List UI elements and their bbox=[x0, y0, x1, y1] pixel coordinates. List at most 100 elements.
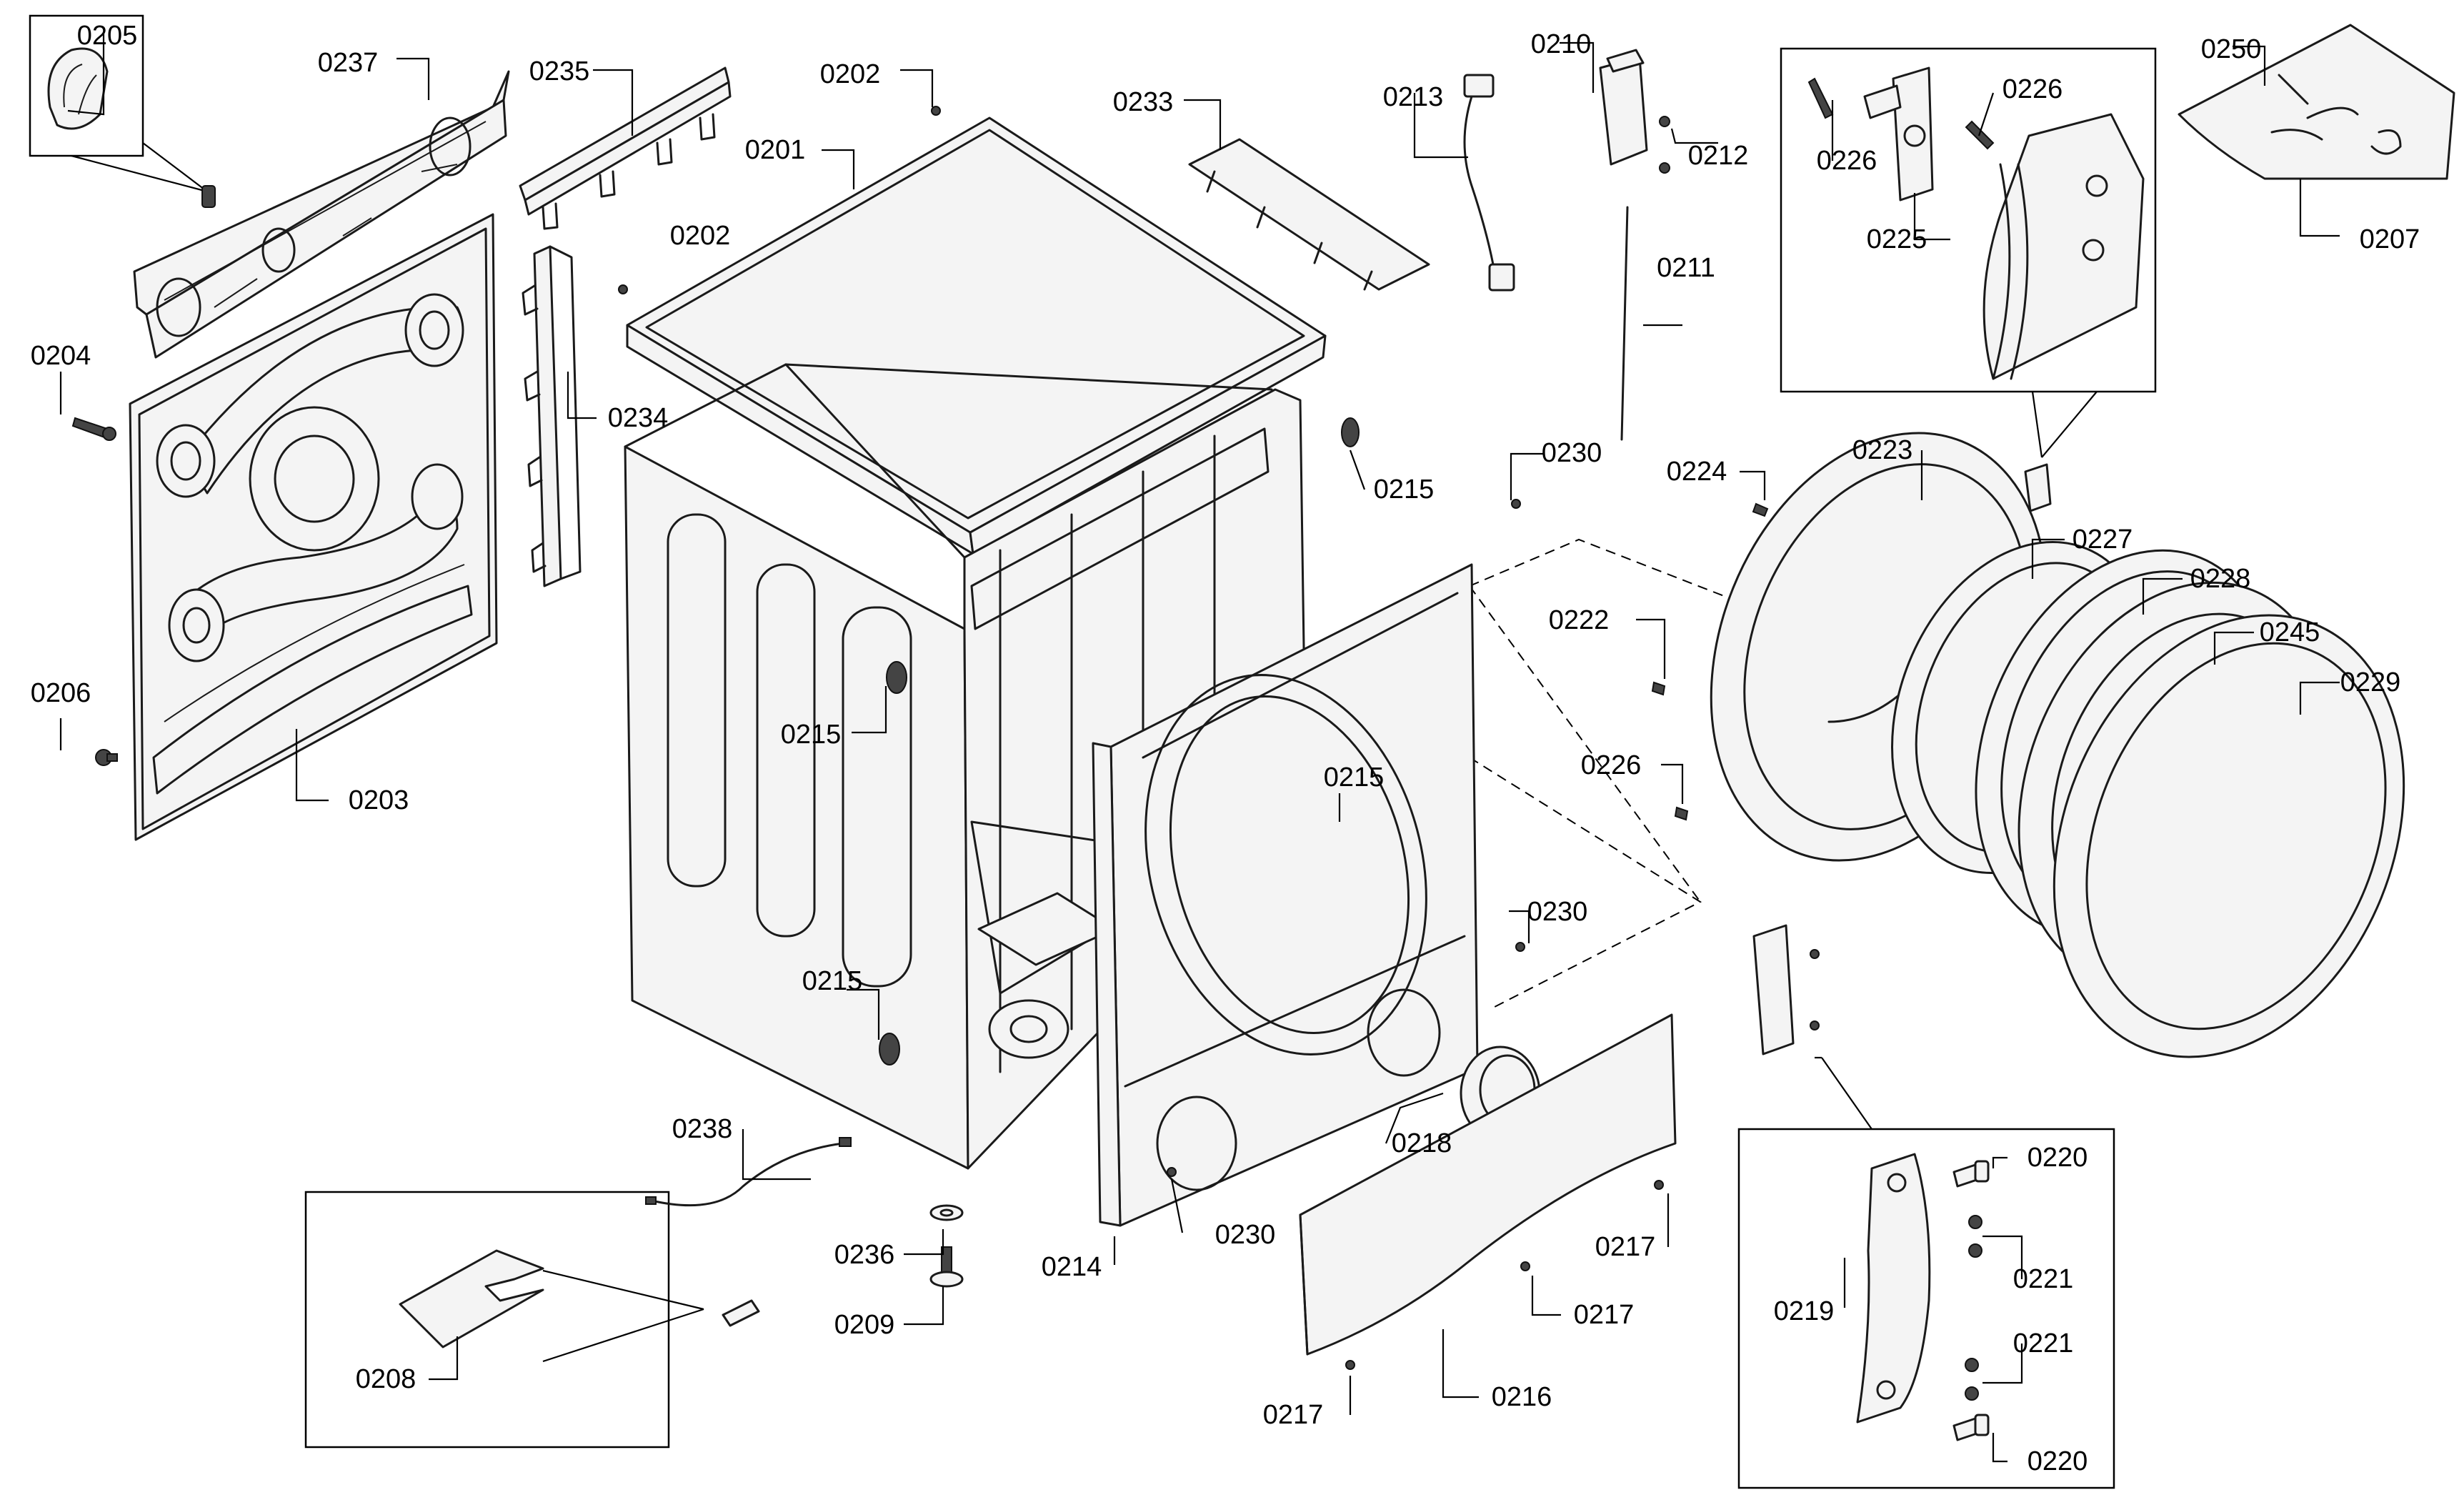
part-0233-top-rail bbox=[1188, 138, 1430, 291]
callout-0207: 0207 bbox=[2360, 224, 2420, 254]
callout-0217-left: 0217 bbox=[1263, 1400, 1324, 1430]
callout-0215-cabinet-upper: 0215 bbox=[781, 720, 842, 750]
part-0212-screws bbox=[1659, 116, 1670, 174]
callout-0221-bottom: 0221 bbox=[2013, 1328, 2074, 1359]
part-0217-screw-a bbox=[1654, 1180, 1664, 1190]
inset-box-0205 bbox=[29, 14, 208, 193]
callout-0213: 0213 bbox=[1383, 82, 1444, 112]
callout-0237: 0237 bbox=[318, 48, 379, 78]
callout-0245: 0245 bbox=[2260, 617, 2320, 647]
part-0234-vertical-rail bbox=[522, 245, 582, 587]
callout-0206: 0206 bbox=[31, 678, 91, 708]
part-0214-front-panel bbox=[1092, 563, 1479, 1227]
callout-0212: 0212 bbox=[1688, 141, 1749, 171]
part-0202-screw-top bbox=[931, 106, 941, 116]
part-0230-screw-low bbox=[1167, 1167, 1177, 1177]
part-0235-rail bbox=[519, 66, 732, 230]
part-0215-bracket-a bbox=[886, 661, 907, 694]
callout-0233: 0233 bbox=[1113, 87, 1174, 117]
part-0230-screw-top bbox=[1511, 499, 1521, 509]
part-0210-door-lock bbox=[1599, 49, 1648, 166]
callout-0202-top: 0202 bbox=[820, 59, 881, 89]
callout-0208: 0208 bbox=[356, 1364, 417, 1394]
callout-0215-front-panel: 0215 bbox=[1324, 763, 1385, 793]
callout-0203: 0203 bbox=[349, 785, 409, 815]
part-0229-door-outer-ring bbox=[2052, 614, 2405, 1058]
callout-0209: 0209 bbox=[834, 1310, 895, 1340]
callout-0220-bottom: 0220 bbox=[2027, 1446, 2088, 1476]
callout-0226-door: 0226 bbox=[1581, 750, 1642, 780]
callout-0238: 0238 bbox=[672, 1114, 733, 1144]
part-0220-pin-top bbox=[1952, 1160, 1990, 1188]
part-0226-screw-door bbox=[1674, 806, 1689, 821]
part-0222-screw bbox=[1651, 681, 1666, 696]
callout-0225: 0225 bbox=[1867, 224, 1927, 254]
callout-0211: 0211 bbox=[1657, 253, 1715, 283]
inset-box-door-hinge bbox=[1780, 47, 2157, 458]
part-0211-wire-rod bbox=[1620, 206, 1629, 441]
part-door-hinge-frame bbox=[1982, 113, 2145, 380]
callout-0210: 0210 bbox=[1531, 29, 1592, 59]
callout-0215-cabinet-lower: 0215 bbox=[802, 966, 863, 996]
callout-0217-right: 0217 bbox=[1595, 1232, 1656, 1262]
part-0202-screw-side bbox=[618, 284, 628, 294]
callout-0226-inset-right: 0226 bbox=[2002, 74, 2063, 104]
callout-0234: 0234 bbox=[608, 403, 669, 433]
part-0217-screw-b bbox=[1520, 1261, 1530, 1271]
part-0213-wire-harness bbox=[1463, 74, 1515, 292]
part-0204-screw bbox=[71, 417, 116, 441]
part-0220-pin-bottom bbox=[1952, 1414, 1990, 1441]
part-0209-foot bbox=[929, 1246, 964, 1288]
callout-0217-mid: 0217 bbox=[1574, 1300, 1635, 1330]
callout-0218: 0218 bbox=[1392, 1128, 1452, 1158]
callout-0214: 0214 bbox=[1042, 1252, 1102, 1282]
callout-0204: 0204 bbox=[31, 341, 91, 371]
part-handle-assembly-main bbox=[1752, 924, 1820, 1056]
callout-0236: 0236 bbox=[834, 1240, 895, 1270]
part-0215-bracket-c bbox=[1341, 417, 1360, 447]
part-0216-kick-plate bbox=[1299, 1013, 1677, 1356]
part-0237-rear-top-rail bbox=[133, 70, 510, 359]
part-0230-screw-mid bbox=[1515, 942, 1525, 952]
callout-0219: 0219 bbox=[1774, 1296, 1835, 1326]
callout-0220-top: 0220 bbox=[2027, 1143, 2088, 1173]
leader-lines bbox=[59, 32, 2340, 1463]
inset-box-door-handle bbox=[1737, 1056, 2115, 1489]
part-0224-screw bbox=[1752, 502, 1769, 517]
callout-0205: 0205 bbox=[77, 21, 138, 51]
part-0219-handle bbox=[1856, 1153, 1931, 1424]
callout-0230-low: 0230 bbox=[1215, 1220, 1276, 1250]
callout-0230-top: 0230 bbox=[1542, 438, 1602, 468]
part-0217-screw-c bbox=[1345, 1360, 1355, 1370]
part-0208-shipping-bracket bbox=[399, 1249, 760, 1348]
callout-0228: 0228 bbox=[2190, 564, 2251, 594]
callout-0202-side: 0202 bbox=[670, 221, 731, 251]
callout-0250: 0250 bbox=[2201, 34, 2262, 64]
callout-0222: 0222 bbox=[1549, 605, 1610, 635]
part-0203-rear-panel bbox=[129, 213, 498, 841]
callout-0201: 0201 bbox=[745, 135, 806, 165]
part-0205-bracket bbox=[47, 47, 216, 208]
part-0221-nut-bottom bbox=[1965, 1358, 1979, 1401]
callout-0215-top-right: 0215 bbox=[1374, 475, 1435, 505]
callout-0230-mid: 0230 bbox=[1527, 897, 1588, 927]
callout-0224: 0224 bbox=[1667, 457, 1727, 487]
part-0207-parts-bag bbox=[2178, 24, 2455, 180]
part-0215-bracket-b bbox=[879, 1033, 900, 1066]
callout-0223: 0223 bbox=[1852, 435, 1913, 465]
callout-0226-inset-left: 0226 bbox=[1817, 146, 1877, 176]
part-0238-wire bbox=[645, 1137, 852, 1207]
part-0236-washer bbox=[929, 1204, 964, 1221]
part-0206-screw bbox=[95, 749, 118, 766]
callout-0235: 0235 bbox=[529, 56, 590, 86]
callout-0227: 0227 bbox=[2073, 525, 2133, 555]
part-0225-hinge-plate bbox=[1863, 66, 1934, 202]
callout-0221-top: 0221 bbox=[2013, 1264, 2074, 1294]
door-assembly-dashed-outline bbox=[1414, 538, 1901, 1008]
part-0201-top-cover bbox=[626, 116, 1327, 555]
callout-0229: 0229 bbox=[2340, 667, 2401, 697]
inset-box-0208 bbox=[304, 1191, 704, 1449]
part-0221-nut-top bbox=[1968, 1215, 1982, 1258]
callout-0216: 0216 bbox=[1492, 1382, 1552, 1412]
